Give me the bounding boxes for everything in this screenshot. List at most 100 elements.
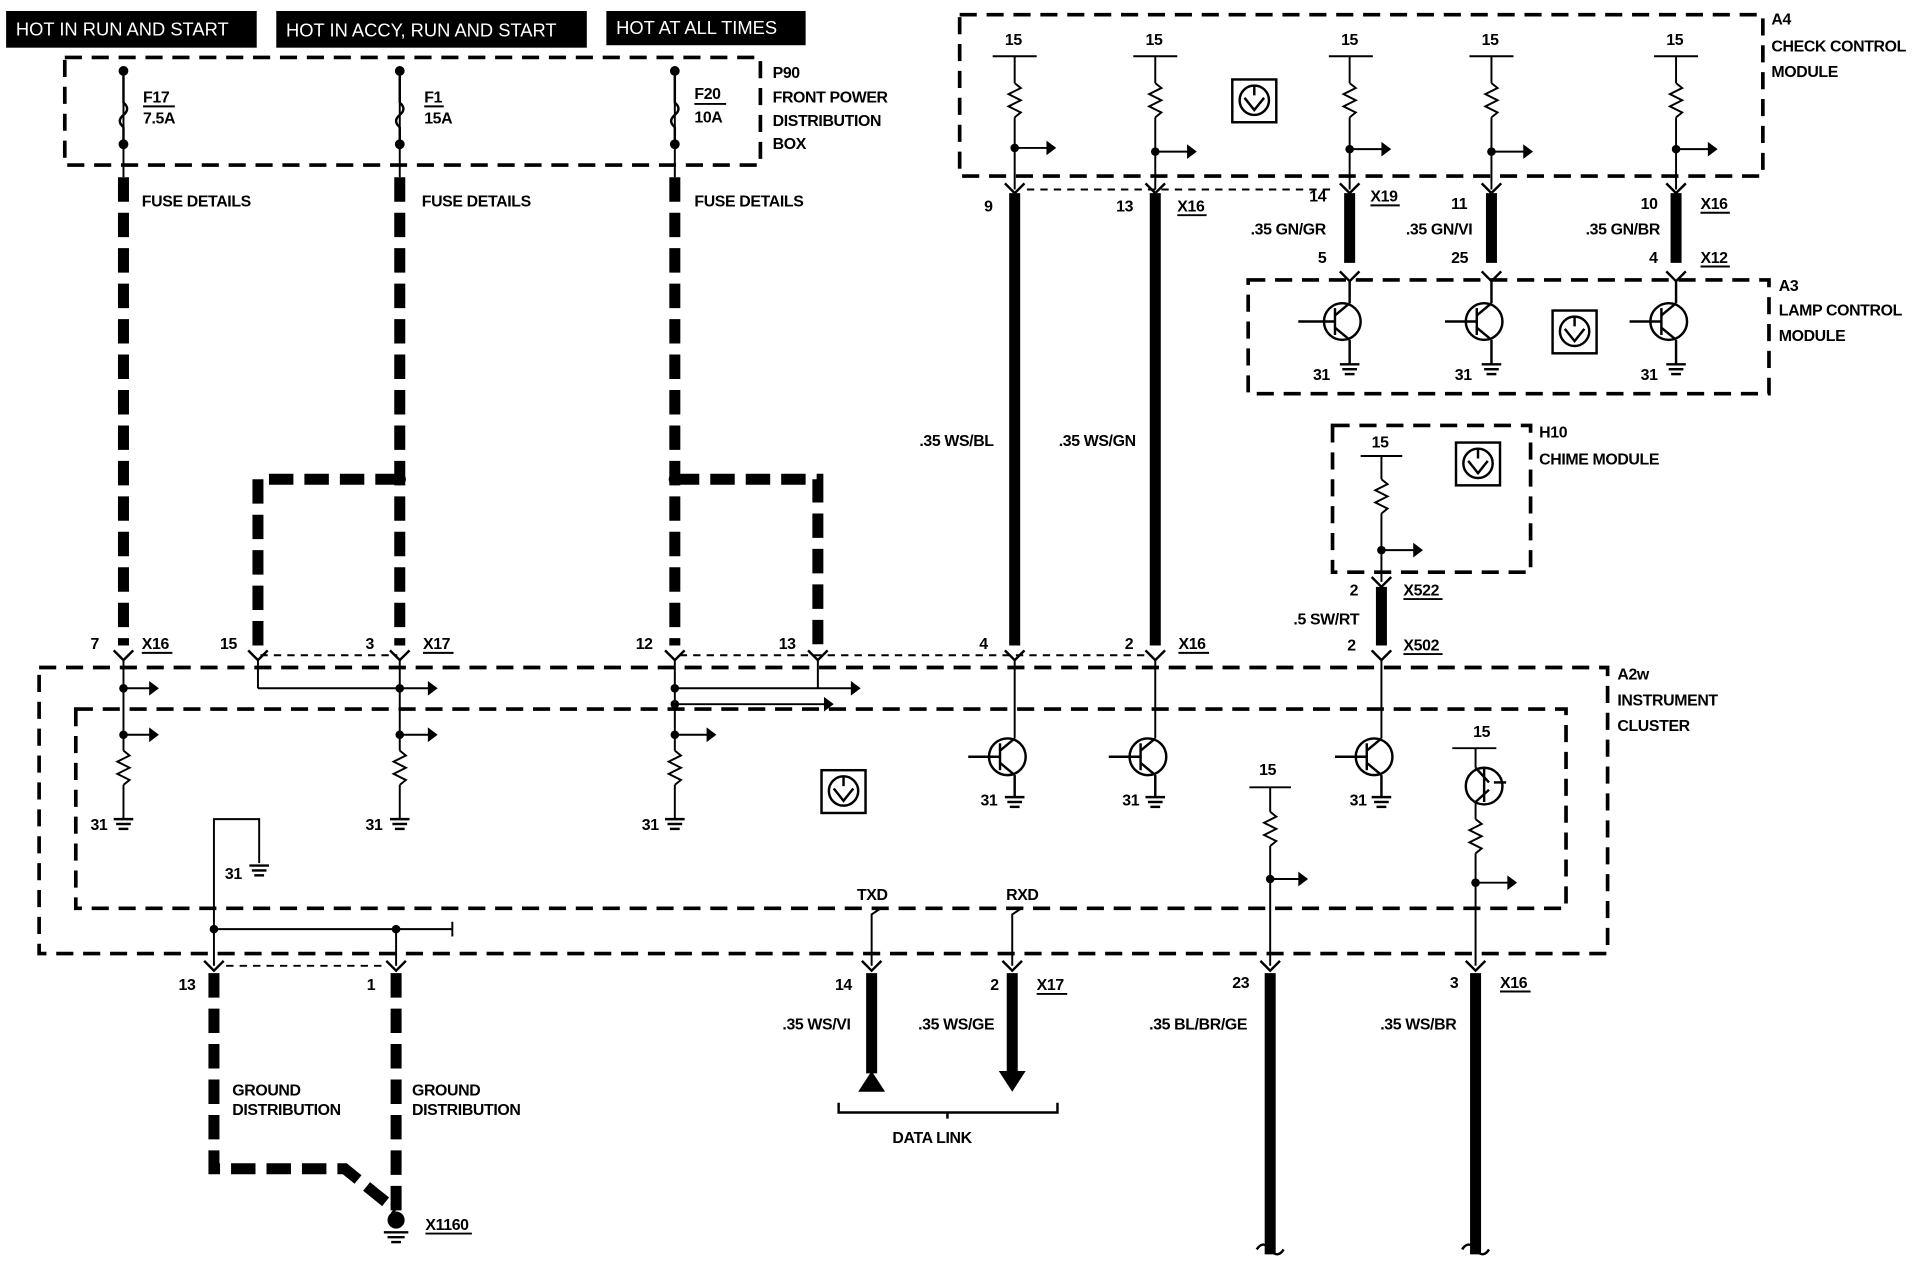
ground-icon bbox=[249, 864, 269, 877]
wire-ws-ge: .35 WS/GE bbox=[918, 1016, 994, 1033]
header-accy-run-start: HOT IN ACCY, RUN AND START bbox=[286, 20, 557, 41]
fuse-f20-rating: 10A bbox=[694, 109, 723, 126]
fuse-f20-details: FUSE DETAILS bbox=[694, 194, 803, 211]
bot-pin-2: 2 bbox=[990, 977, 999, 994]
check-control-id: A4 bbox=[1771, 11, 1791, 28]
wire-gn-br: .35 GN/BR bbox=[1586, 222, 1661, 239]
cc-pin-10: 10 bbox=[1641, 196, 1658, 213]
cl-pin-7: 7 bbox=[90, 636, 99, 653]
cc-pin-9: 9 bbox=[984, 198, 993, 215]
cl-ground-6: 31 bbox=[1122, 793, 1139, 810]
ground-dist-2a: GROUND bbox=[412, 1082, 480, 1099]
module-icon bbox=[1231, 78, 1278, 124]
ground-icon bbox=[113, 817, 134, 831]
cluster-name-1: INSTRUMENT bbox=[1617, 692, 1718, 709]
wire-sw-rt: .5 SW/RT bbox=[1293, 612, 1360, 629]
lc-pin-5: 5 bbox=[1318, 250, 1327, 267]
chime-conn-top: X522 bbox=[1403, 582, 1439, 599]
lamp-control-name-2: MODULE bbox=[1779, 328, 1846, 345]
cl-pin-3: 3 bbox=[366, 636, 375, 653]
cl-conn-x16: X16 bbox=[142, 636, 170, 653]
fuse-box-p90: P90 FRONT POWER DISTRIBUTION BOX F17 7.5… bbox=[62, 55, 889, 167]
bot-conn-x16: X16 bbox=[1500, 975, 1528, 992]
fuse-f1-rating: 15A bbox=[424, 110, 453, 127]
chime-pin-top: 2 bbox=[1350, 582, 1359, 599]
module-icon bbox=[820, 768, 867, 815]
cluster-bottom-connectors bbox=[203, 960, 1487, 973]
transistor-icon bbox=[1108, 660, 1168, 809]
ground-point-icon bbox=[383, 1211, 409, 1244]
cc-pin-14: 14 bbox=[1309, 189, 1326, 206]
header-run-start: HOT IN RUN AND START bbox=[16, 18, 229, 39]
fuse-f20-id: F20 bbox=[694, 86, 721, 103]
cc-connectors bbox=[1004, 182, 1687, 195]
cc-terminal-4: 15 bbox=[1482, 32, 1499, 49]
cl-pin-12: 12 bbox=[636, 636, 653, 653]
lc-conn-x12: X12 bbox=[1701, 250, 1729, 267]
bottom-wires bbox=[208, 973, 1491, 1256]
header-all-times: HOT AT ALL TIMES bbox=[616, 17, 777, 38]
cc-conn-x16: X16 bbox=[1177, 198, 1205, 215]
fuse-f1-details: FUSE DETAILS bbox=[422, 194, 531, 211]
transistor-icon bbox=[1334, 660, 1394, 809]
lc-ground-3: 31 bbox=[1641, 367, 1658, 384]
wire-ws-gn: .35 WS/GN bbox=[1059, 433, 1136, 450]
check-control-name-1: CHECK CONTROL bbox=[1771, 38, 1906, 55]
solid-wires bbox=[1009, 193, 1682, 646]
bot-pin-1: 1 bbox=[367, 977, 376, 994]
module-icon bbox=[1551, 309, 1598, 355]
lamp-control-id: A3 bbox=[1779, 278, 1799, 295]
ground-dist-1a: GROUND bbox=[232, 1082, 300, 1099]
cl-pin-13: 13 bbox=[779, 636, 796, 653]
cc-pin-11: 11 bbox=[1451, 196, 1468, 213]
cc-terminal-3: 15 bbox=[1341, 32, 1358, 49]
lamp-control-name-1: LAMP CONTROL bbox=[1779, 302, 1903, 319]
chime-terminal: 15 bbox=[1372, 434, 1389, 451]
ground-icon bbox=[665, 817, 685, 831]
fuse-f17-details: FUSE DETAILS bbox=[142, 194, 251, 211]
fusebox-name-1: FRONT POWER bbox=[773, 90, 889, 107]
cc-terminal-5: 15 bbox=[1666, 32, 1683, 49]
cc-conn-x16b: X16 bbox=[1701, 196, 1729, 213]
fusebox-id: P90 bbox=[773, 65, 801, 82]
cl-conn-x16b: X16 bbox=[1178, 636, 1206, 653]
fuse-f17-rating: 7.5A bbox=[143, 110, 176, 127]
cl-ground-3: 31 bbox=[642, 817, 659, 834]
header-run-start-bg bbox=[6, 11, 257, 48]
chime-id: H10 bbox=[1539, 425, 1568, 442]
cl-terminal-2: 15 bbox=[1473, 724, 1490, 741]
cluster-name-2: CLUSTER bbox=[1617, 718, 1690, 735]
bot-pin-13: 13 bbox=[178, 977, 195, 994]
cc-conn-x19: X19 bbox=[1370, 189, 1398, 206]
ground-icon bbox=[389, 817, 410, 831]
header-bars: HOT IN RUN AND START HOT IN ACCY, RUN AN… bbox=[6, 11, 806, 48]
cl-ground-4: 31 bbox=[225, 866, 242, 883]
header-accy-bg bbox=[276, 11, 587, 48]
chime-pin-bottom: 2 bbox=[1347, 637, 1356, 654]
lc-ground-2: 31 bbox=[1455, 367, 1472, 384]
check-control-circuits: 15 15 15 15 15 bbox=[992, 32, 1718, 190]
wire-ws-vi: .35 WS/VI bbox=[782, 1016, 850, 1033]
cl-pin-4: 4 bbox=[979, 636, 988, 653]
fuse-f17-id: F17 bbox=[143, 90, 170, 107]
ground-point-label: X1160 bbox=[425, 1217, 469, 1234]
fuse-f1-id: F1 bbox=[424, 90, 442, 107]
bot-pin-14: 14 bbox=[835, 977, 852, 994]
cl-terminal-1: 15 bbox=[1259, 762, 1276, 779]
wire-bl-br-ge: .35 BL/BR/GE bbox=[1149, 1016, 1247, 1033]
instrument-cluster: A2w INSTRUMENT CLUSTER bbox=[37, 660, 1719, 966]
transistor-icon bbox=[1464, 748, 1507, 806]
transistor-icon bbox=[1445, 270, 1504, 376]
cl-pin-15: 15 bbox=[220, 636, 237, 653]
wire-ws-br: .35 WS/BR bbox=[1380, 1016, 1457, 1033]
check-control-module: A4 CHECK CONTROL MODULE bbox=[957, 11, 1907, 178]
data-link-label: DATA LINK bbox=[892, 1130, 972, 1147]
cl-ground-2: 31 bbox=[366, 817, 383, 834]
ground-dist-1b: DISTRIBUTION bbox=[232, 1102, 340, 1119]
data-link-bracket bbox=[837, 1102, 1059, 1119]
wire-gn-gr: .35 GN/GR bbox=[1251, 222, 1327, 239]
bot-conn-x17: X17 bbox=[1037, 977, 1065, 994]
check-control-name-2: MODULE bbox=[1771, 64, 1838, 81]
lamp-control-module: A3 LAMP CONTROL MODULE bbox=[1246, 270, 1903, 396]
chime-name: CHIME MODULE bbox=[1539, 452, 1659, 469]
